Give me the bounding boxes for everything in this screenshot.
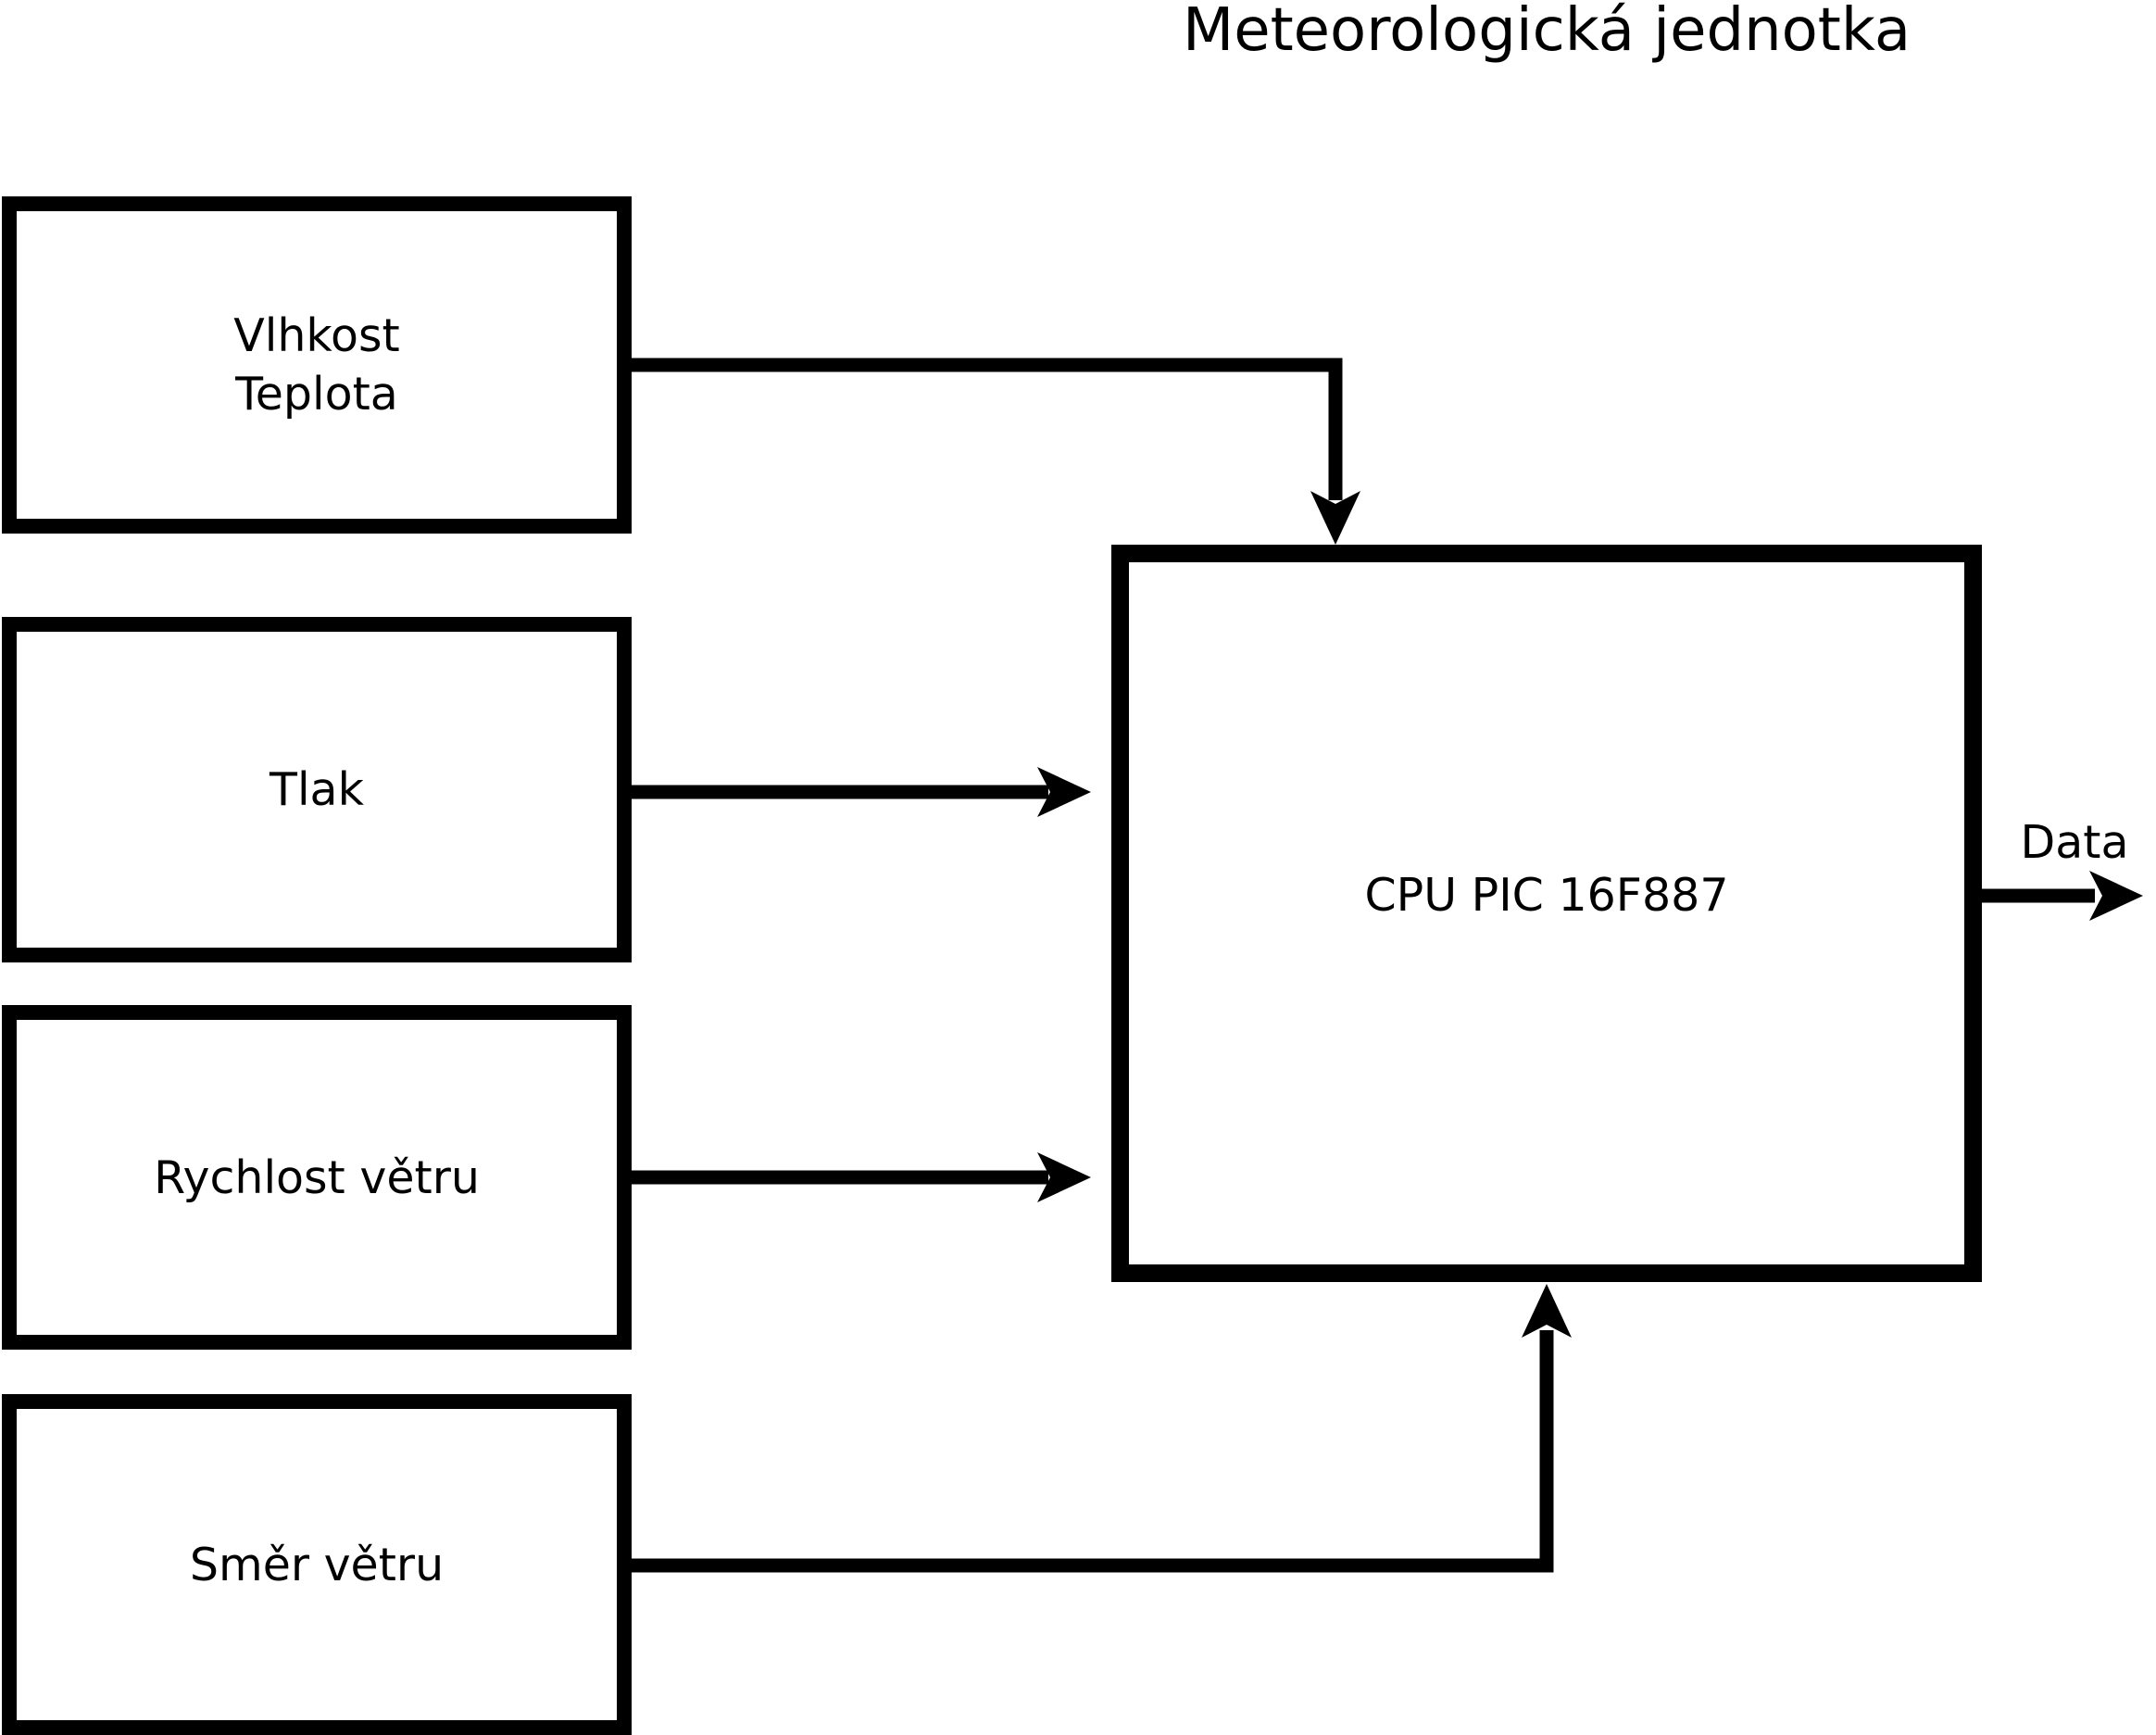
- data-output-label: Data: [2020, 816, 2129, 869]
- sensor-box-label: Rychlost větru: [154, 1149, 480, 1207]
- sensor-box-vlhkost-teplota: Vlhkost Teplota: [2, 196, 632, 534]
- sensor-label-line: Teplota: [235, 368, 398, 421]
- sensor-box-smer-vetru: Směr větru: [2, 1394, 632, 1735]
- sensor-box-label: Směr větru: [190, 1536, 444, 1594]
- arrow-tlak-to-cpu: [632, 767, 1091, 817]
- sensor-box-tlak: Tlak: [2, 617, 632, 962]
- arrow-smer-vetru-to-cpu: [632, 1284, 1572, 1573]
- sensor-box-rychlost-vetru: Rychlost větru: [2, 1005, 632, 1350]
- sensor-box-label: Tlak: [270, 761, 364, 819]
- sensor-label-line: Tlak: [270, 763, 364, 816]
- sensor-label-line: Směr větru: [189, 1538, 445, 1591]
- diagram-title: Meteorologická jednotka: [1182, 0, 1912, 65]
- arrow-vlhkost-teplota-to-cpu: [632, 358, 1360, 545]
- sensor-box-label: Vlhkost Teplota: [233, 307, 400, 423]
- sensor-label-line: Vlhkost: [233, 309, 400, 362]
- arrow-cpu-to-data-output: [1982, 871, 2143, 921]
- arrow-rychlost-vetru-to-cpu: [632, 1152, 1091, 1202]
- cpu-box-label: CPU PIC 16F887: [1364, 868, 1729, 922]
- cpu-box: CPU PIC 16F887: [1111, 545, 1982, 1282]
- sensor-label-line: Rychlost větru: [154, 1150, 480, 1204]
